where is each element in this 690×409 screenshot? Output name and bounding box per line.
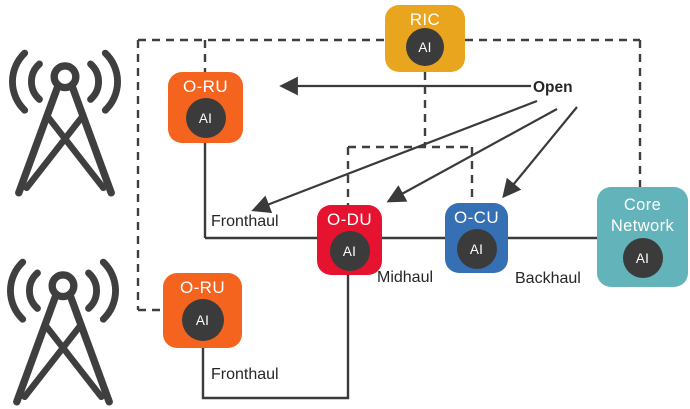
ai-badge: AI: [185, 98, 226, 138]
ai-badge: AI: [406, 28, 444, 66]
wire-fronthaul-bottom: [201, 275, 350, 400]
node-oru-bottom-label: O-RU: [179, 278, 226, 297]
fronthaul-top-label: Fronthaul: [211, 213, 279, 230]
backhaul-label: Backhaul: [515, 270, 581, 287]
node-odu-label: O-DU: [326, 210, 373, 229]
node-odu: O-DU AI: [317, 205, 382, 275]
ai-badge: AI: [456, 229, 497, 269]
node-core-network-label: Core Network: [610, 196, 675, 235]
open-label: Open: [533, 79, 573, 96]
ai-badge: AI: [622, 238, 663, 278]
ai-badge: AI: [329, 231, 370, 271]
node-ric: RIC AI: [385, 5, 465, 72]
radio-tower-icon: [7, 258, 119, 406]
ric-dashed-links: [136, 38, 642, 312]
midhaul-label: Midhaul: [377, 269, 434, 286]
ai-badge-label: AI: [195, 312, 210, 328]
node-ric-label: RIC: [409, 10, 441, 29]
node-ocu-label: O-CU: [453, 208, 500, 227]
node-oru-bottom: O-RU AI: [163, 273, 242, 348]
fronthaul-bottom-label: Fronthaul: [211, 366, 279, 383]
ai-badge-label: AI: [342, 243, 357, 259]
ai-badge: AI: [181, 299, 224, 341]
ai-badge-label: AI: [418, 39, 432, 55]
ai-badge-label: AI: [469, 241, 484, 257]
transport-links: [201, 143, 597, 400]
ai-badge-label: AI: [198, 110, 213, 126]
radio-tower-icon: [9, 49, 121, 197]
node-core-network: Core Network AI: [597, 187, 688, 287]
ai-badge-label: AI: [635, 250, 650, 266]
open-interface-arrows: [251, 76, 578, 214]
arrow-to-fronthaul: [251, 99, 538, 214]
node-ocu: O-CU AI: [445, 203, 508, 273]
node-oru-top-label: O-RU: [182, 77, 229, 96]
arrow-to-ocu: [502, 106, 578, 199]
node-oru-top: O-RU AI: [168, 72, 243, 143]
arrow-to-odu: [386, 108, 558, 203]
